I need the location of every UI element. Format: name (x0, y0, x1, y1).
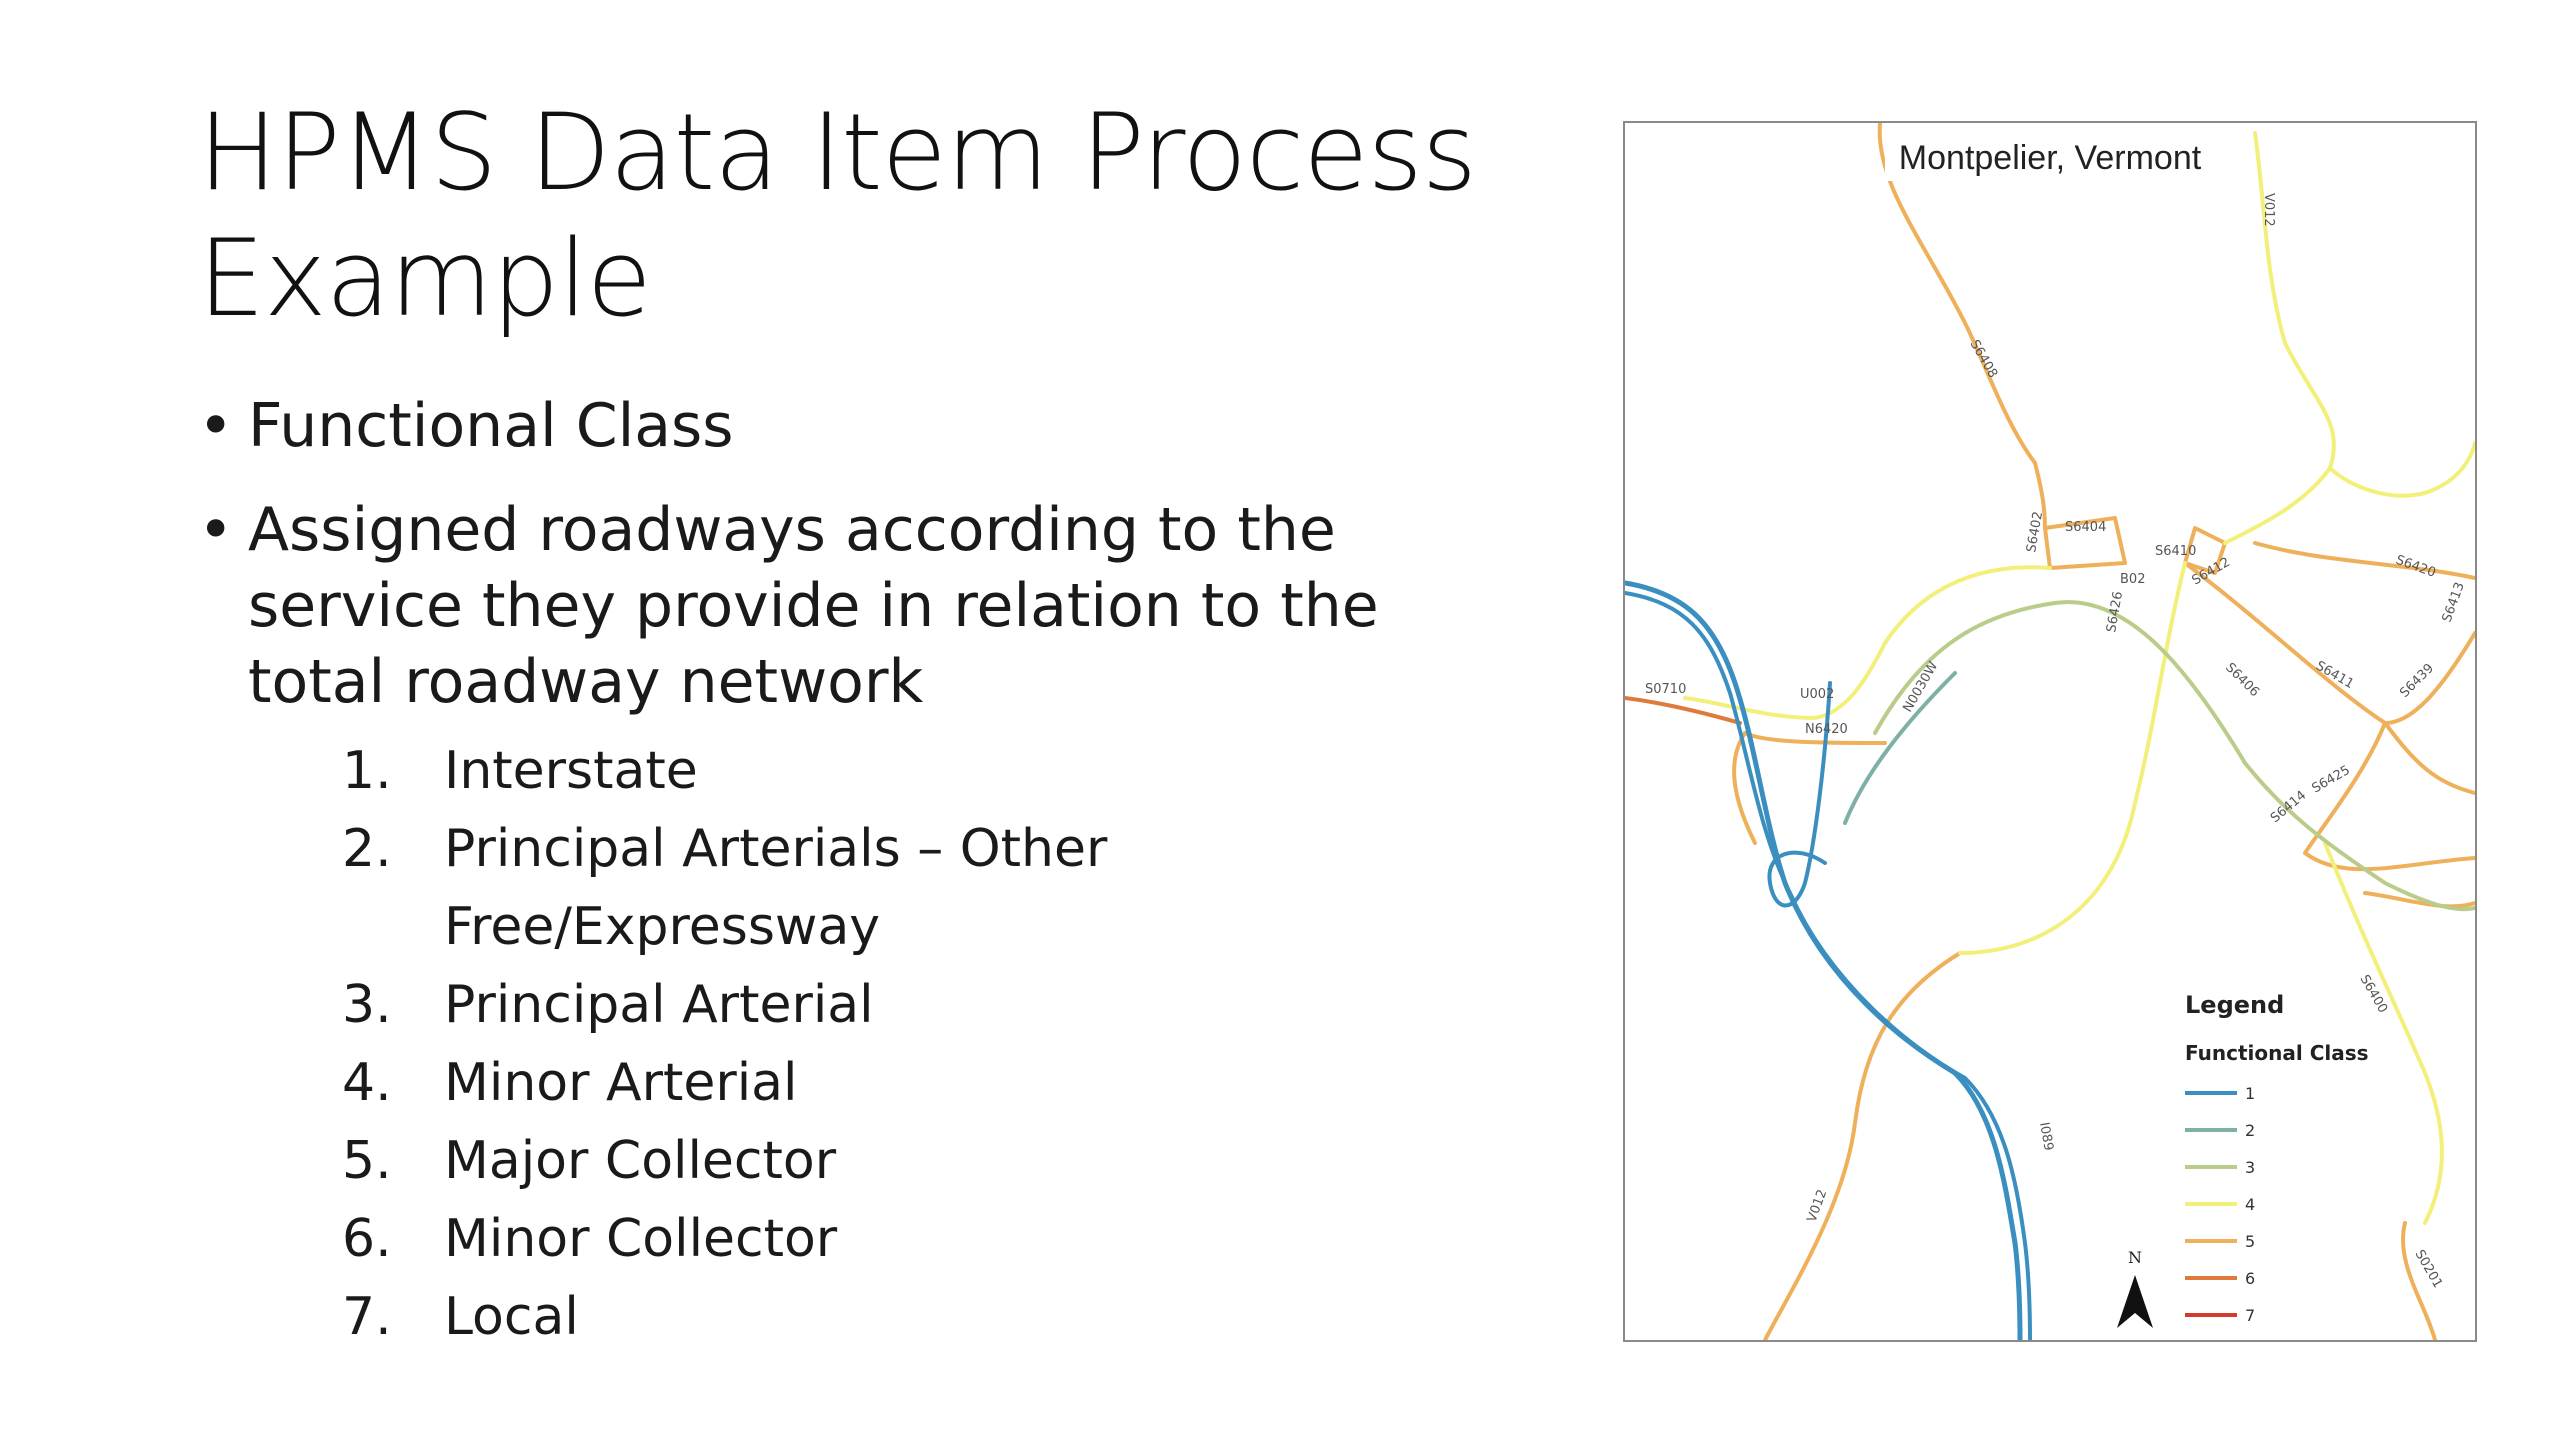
road-label: N6420 (1805, 722, 1848, 737)
functional-class-list: 1. Interstate 2. Principal Arterials – Oth… (248, 732, 1498, 1356)
road-label: S6413 (2440, 580, 2468, 624)
map-legend: Legend Functional Class 1 2 3 4 5 6 7 (2185, 991, 2369, 1325)
road-class-5 (2401, 1221, 2437, 1340)
map-title-bg (1885, 133, 2215, 181)
road-label: B02 (2120, 572, 2145, 587)
list-item: 1. Interstate (248, 732, 1498, 810)
road-label: S6408 (1967, 338, 2001, 381)
road-class-4 (2328, 441, 2475, 498)
road-class-6 (1625, 696, 1742, 725)
north-arrow-shape (2117, 1275, 2153, 1328)
road-class-5 (2183, 561, 2475, 795)
road-label: S0201 (2412, 1248, 2446, 1291)
list-item: 6. Minor Collector (248, 1200, 1498, 1278)
north-label: N (2128, 1248, 2142, 1267)
bullet-text: Assigned roadways according to the servi… (248, 495, 1379, 717)
road-class-5 (1743, 731, 1887, 745)
road-class-4 (2323, 841, 2444, 1225)
list-number: 3. (342, 975, 392, 1035)
slide-title: HPMS Data Item Process Example (198, 90, 1548, 342)
road-label: V012 (2261, 193, 2276, 227)
legend-label: 7 (2245, 1306, 2255, 1325)
list-number: 5. (342, 1131, 392, 1191)
legend-label: 5 (2245, 1232, 2255, 1251)
road-map-svg: V012 S6408 S6402 S6404 S6410 B02 S6412 S… (1625, 123, 2475, 1340)
bullet-functional-class: • Functional Class (198, 388, 1498, 464)
road-label: S6404 (2065, 520, 2106, 535)
road-class-5 (1732, 731, 1757, 845)
list-number: 2. (342, 819, 392, 879)
road-class-4 (1958, 561, 2187, 955)
road-class-4 (1683, 565, 2052, 720)
road-class-2 (1843, 671, 1957, 825)
legend-label: 6 (2245, 1269, 2255, 1288)
road-class-5 (2253, 541, 2475, 580)
list-item: 4. Minor Arterial (248, 1044, 1498, 1122)
bullet-assigned-roadways: • Assigned roadways according to the ser… (198, 492, 1498, 1356)
list-number: 6. (342, 1209, 392, 1269)
road-class-5 (2383, 631, 2475, 725)
list-label: Principal Arterials – Other Free/Express… (444, 819, 1108, 957)
list-item: 2. Principal Arterials – Other Free/Expre… (248, 810, 1498, 966)
slide-title-line-2: Example (198, 217, 652, 340)
road-class-3 (1873, 600, 2475, 912)
list-item: 7. Local (248, 1278, 1498, 1356)
legend-title: Legend (2185, 991, 2284, 1019)
road-class-5 (1763, 951, 1962, 1340)
road-class-5 (2043, 516, 2127, 570)
list-label: Minor Arterial (444, 1053, 798, 1113)
legend-label: 2 (2245, 1121, 2255, 1140)
map-title: Montpelier, Vermont (1899, 139, 2202, 177)
list-item: 3. Principal Arterial (248, 966, 1498, 1044)
road-class-5 (1877, 123, 2047, 530)
road-label: S6406 (2222, 660, 2262, 700)
list-label: Principal Arterial (444, 975, 874, 1035)
legend-label: 4 (2245, 1195, 2255, 1214)
road-label: S0710 (1645, 682, 1686, 697)
road-label: S6402 (2024, 510, 2046, 553)
road-class-4 (2223, 131, 2336, 545)
list-item: 5. Major Collector (248, 1122, 1498, 1200)
bullet-dot-icon: • (198, 391, 234, 461)
road-map: V012 S6408 S6402 S6404 S6410 B02 S6412 S… (1623, 121, 2477, 1342)
list-label: Minor Collector (444, 1209, 838, 1269)
road-label: S6410 (2155, 544, 2196, 559)
road-class-5 (2303, 721, 2475, 872)
legend-subtitle: Functional Class (2185, 1041, 2369, 1065)
list-label: Local (444, 1287, 579, 1347)
road-class-5 (2183, 526, 2227, 575)
list-number: 7. (342, 1287, 392, 1347)
road-label: S6420 (2394, 553, 2438, 581)
list-number: 1. (342, 741, 392, 801)
road-class-1 (1625, 591, 2032, 1340)
road-class-1 (1767, 681, 1832, 908)
road-label: U002 (1800, 687, 1834, 702)
road-label: I089 (2036, 1121, 2056, 1152)
legend-label: 1 (2245, 1084, 2255, 1103)
north-arrow-icon: N (2117, 1248, 2153, 1328)
list-label: Interstate (444, 741, 698, 801)
road-label: S6426 (2104, 590, 2126, 633)
road-class-5 (2363, 891, 2475, 909)
bullet-dot-icon: • (198, 495, 234, 565)
legend-label: 3 (2245, 1158, 2255, 1177)
bullet-list: • Functional Class • Assigned roadways a… (198, 388, 1498, 1384)
list-number: 4. (342, 1053, 392, 1113)
slide-title-line-1: HPMS Data Item Process (198, 91, 1477, 214)
list-label: Major Collector (444, 1131, 837, 1191)
bullet-text: Functional Class (248, 391, 734, 461)
